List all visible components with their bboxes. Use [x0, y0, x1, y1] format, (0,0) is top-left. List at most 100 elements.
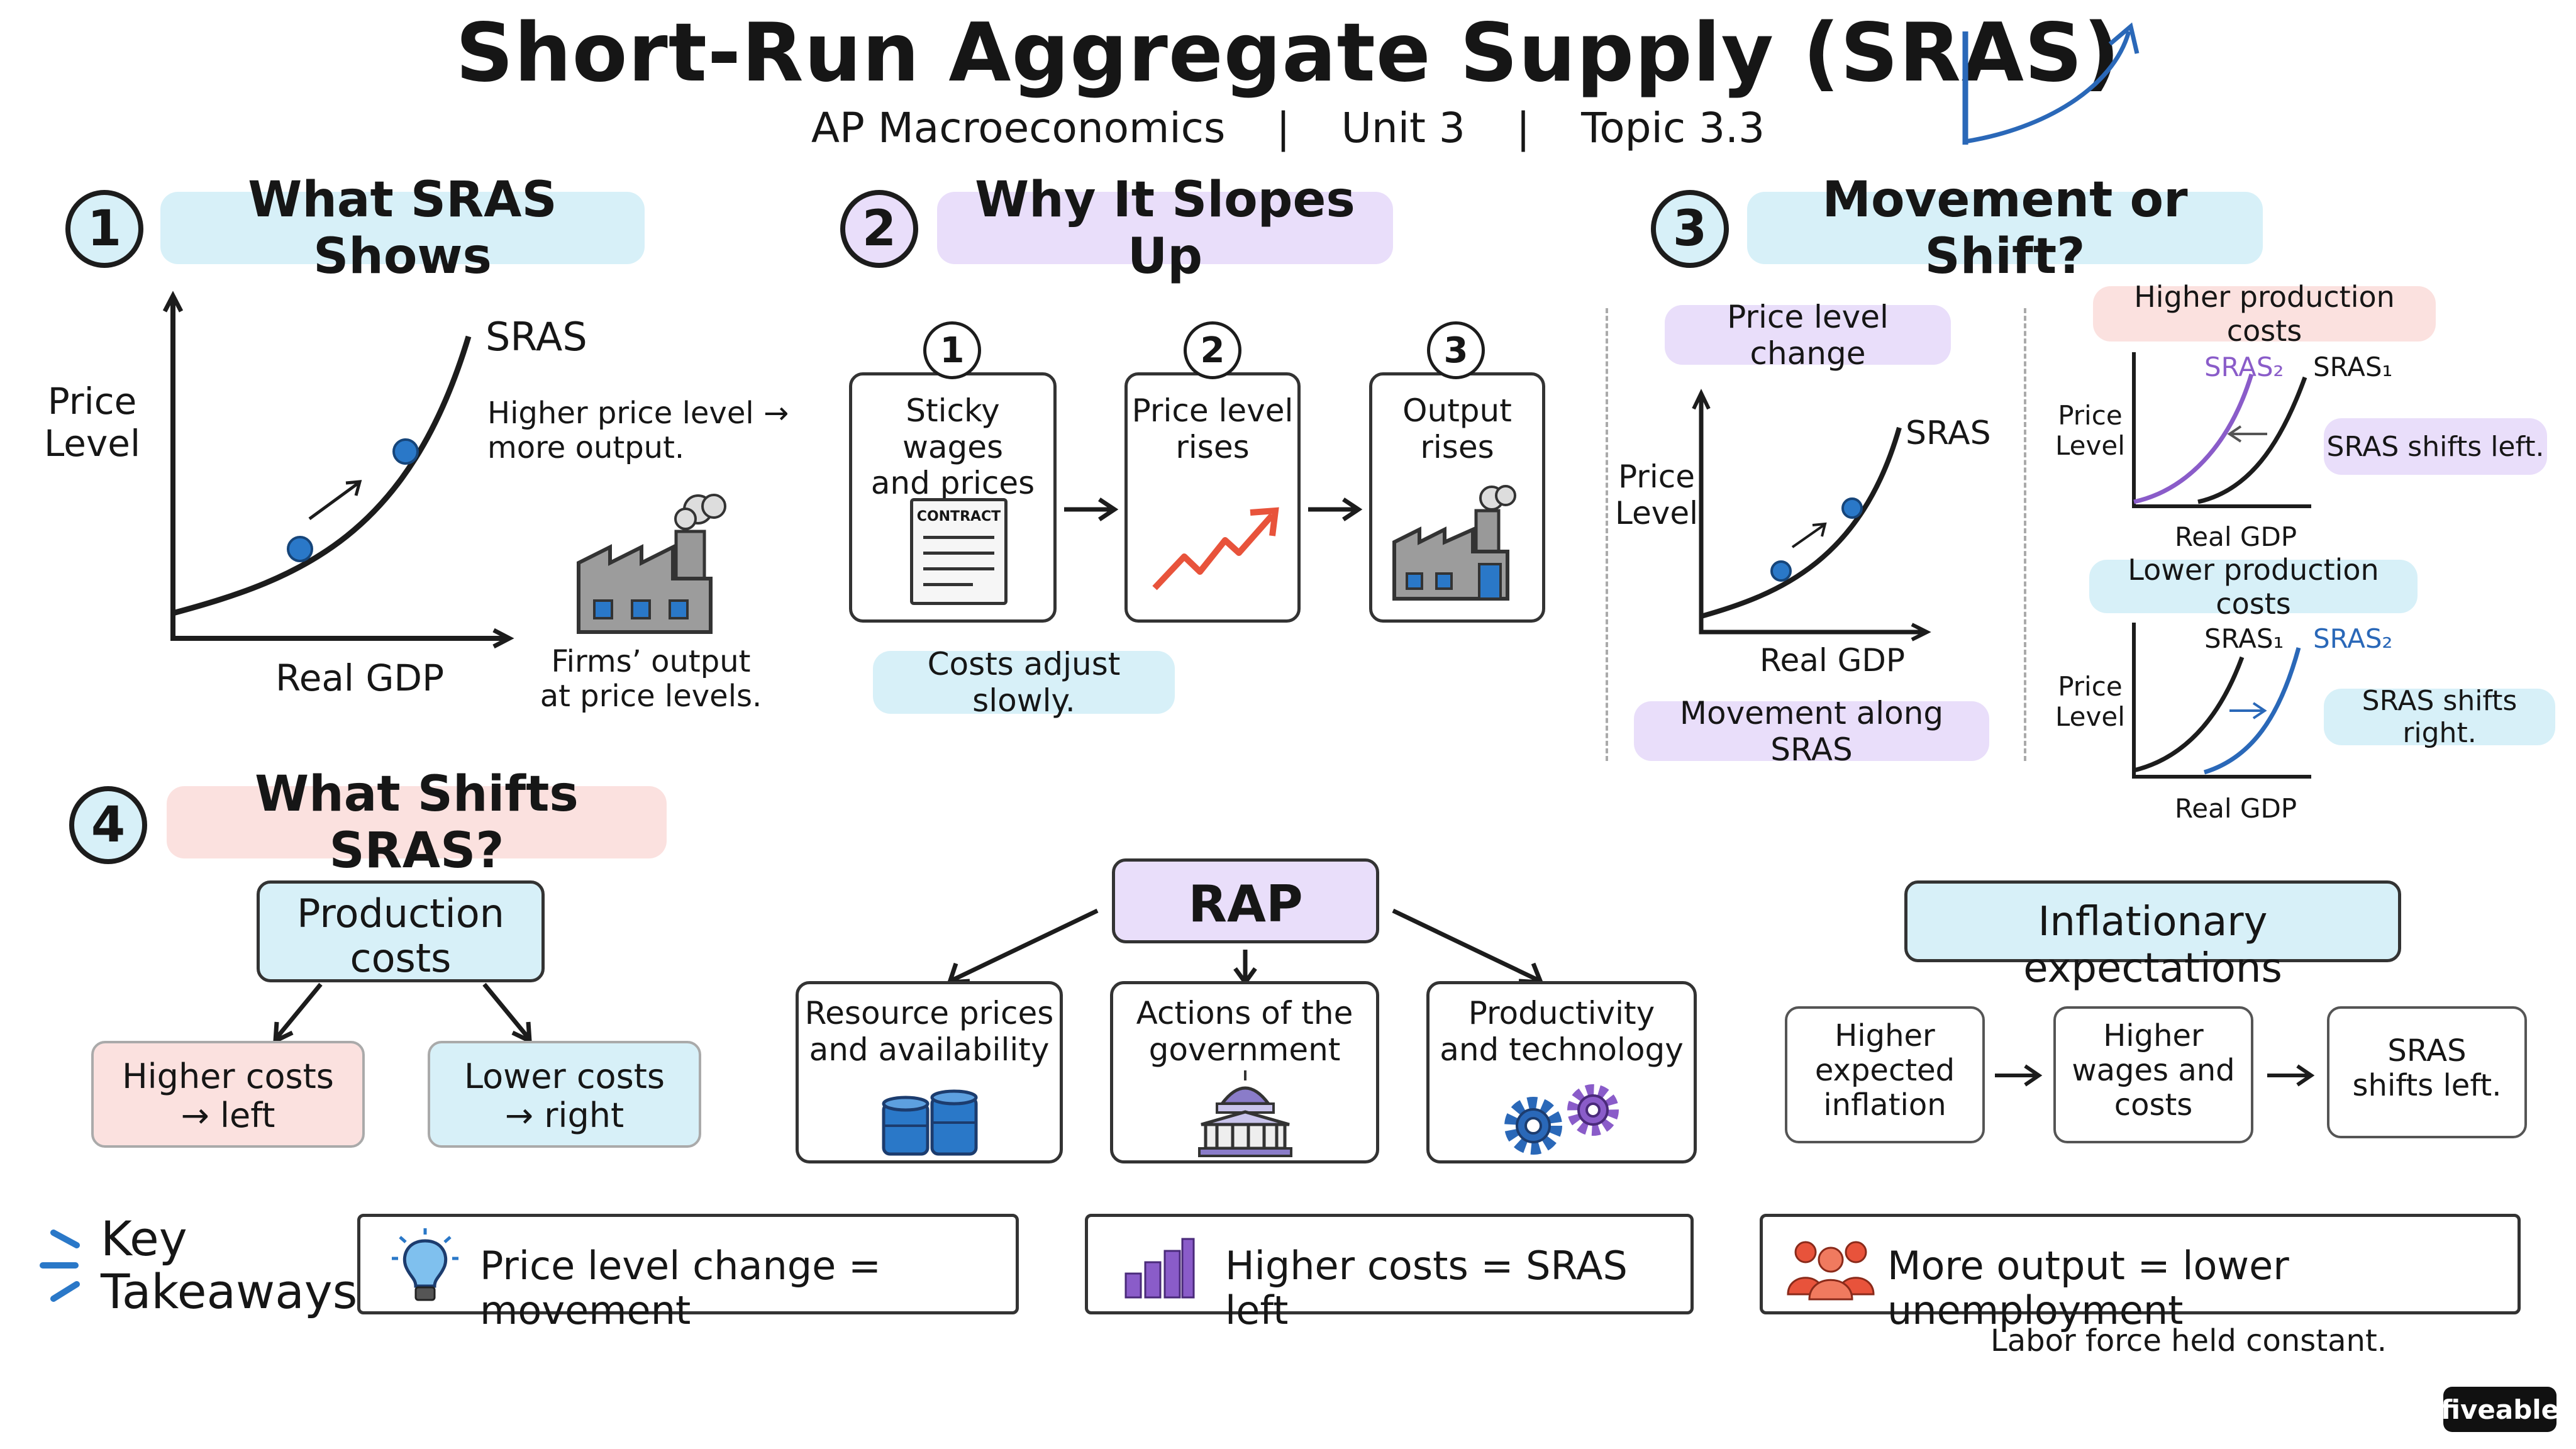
inflation-step-2-line2: wages and	[2072, 1053, 2235, 1089]
x-axis-label: Real GDP	[2175, 793, 2297, 824]
inflation-step-3-line2: shifts left.	[2352, 1068, 2502, 1104]
rap-box: RAP	[1112, 858, 1379, 943]
rap-productivity-box: Productivity and technology	[1426, 981, 1697, 1163]
brand-logo: fiveable	[2441, 1387, 2559, 1432]
sparkle-icon	[40, 1230, 80, 1302]
rap-arrows	[947, 908, 1545, 986]
inflation-step-2-line3: costs	[2114, 1087, 2193, 1123]
step-2-line2: rises	[1175, 428, 1250, 465]
rap-government-box: Actions of the government	[1110, 981, 1379, 1163]
lower-costs-box: Lower costs → right	[428, 1041, 701, 1148]
costs-note: Costs adjust slowly.	[873, 646, 1175, 719]
subtitle-topic: Topic 3.3	[1581, 104, 1765, 152]
shift-left-graph	[2132, 352, 2311, 508]
capitol-icon	[1198, 1070, 1292, 1157]
section-number-4: 4	[69, 786, 147, 864]
lower-costs-tag: Lower production costs	[2089, 553, 2418, 621]
x-axis-label: Real GDP	[275, 657, 445, 699]
step-arrow	[1308, 497, 1363, 521]
takeaway-card-1: Price level change = movement	[357, 1214, 1019, 1333]
rap-item-2-line1: Actions of the	[1136, 995, 1353, 1031]
sras1-label: SRAS₁	[2204, 623, 2284, 654]
rap-resource-box: Resource prices and availability	[796, 981, 1063, 1163]
higher-costs-tag: Higher production costs	[2093, 280, 2436, 348]
step-3-line2: rises	[1420, 428, 1494, 465]
step-box-sticky-wages: Sticky wages and prices CONTRACT	[849, 372, 1057, 623]
shift-left-result: SRAS shifts left.	[2324, 418, 2547, 475]
rising-arrow-icon	[1152, 507, 1279, 591]
sras2-label: SRAS₂	[2313, 623, 2393, 654]
rap-item-3-line2: and technology	[1440, 1031, 1684, 1068]
production-costs-box: Production costs	[257, 880, 545, 982]
step-box-output: Output rises	[1369, 372, 1545, 623]
section-4-heading: What Shifts SRAS?	[167, 766, 667, 879]
higher-costs-line2: → left	[180, 1096, 275, 1136]
movement-graph	[1692, 389, 1931, 641]
divider-line	[1606, 308, 1608, 761]
curve-point-low	[287, 536, 313, 562]
step-1-line1: Sticky wages	[902, 392, 1004, 465]
factory-icon	[1392, 485, 1516, 601]
subtitle-unit: Unit 3	[1341, 104, 1465, 152]
step-3-line1: Output	[1402, 392, 1512, 429]
inflation-step-1: Higher expected inflation	[1785, 1006, 1985, 1143]
title-curve-icon	[1962, 22, 2140, 145]
factory-icon	[577, 494, 726, 634]
takeaway-card-2: Higher costs = SRAS left	[1085, 1214, 1694, 1333]
inflation-step-3: SRAS shifts left.	[2327, 1006, 2527, 1138]
rap-item-3-line1: Productivity	[1468, 995, 1655, 1031]
rap-item-1-line1: Resource prices	[804, 995, 1054, 1031]
flow-arrow	[1995, 1064, 2043, 1087]
x-axis-label: Real GDP	[2175, 521, 2297, 552]
lower-costs-line2: → right	[504, 1096, 625, 1136]
curve-point-low	[1770, 560, 1792, 582]
higher-costs-box: Higher costs → left	[91, 1041, 365, 1148]
step-2-line1: Price level	[1131, 392, 1294, 429]
curve-point-high	[1841, 497, 1863, 519]
subtitle-separator: |	[1276, 104, 1291, 152]
takeaway-1-text: Price level change = movement	[480, 1243, 881, 1334]
gears-icon	[1504, 1084, 1619, 1155]
rap-item-1-line2: and availability	[809, 1031, 1050, 1068]
sras-curve-label: SRAS	[1906, 414, 1991, 452]
step-1-line2: and prices	[870, 465, 1035, 501]
page-subtitle: AP Macroeconomics | Unit 3 | Topic 3.3	[0, 104, 2576, 152]
shift-right-result: SRAS shifts right.	[2324, 685, 2555, 749]
section-number-1: 1	[65, 190, 143, 268]
section-1-heading: What SRAS Shows	[160, 172, 645, 285]
sras-curve-label: SRAS	[486, 314, 587, 360]
price-level-change-tag: Price level change	[1665, 299, 1951, 372]
step-arrow	[1064, 497, 1119, 521]
contract-icon: CONTRACT	[910, 498, 1008, 605]
sras-note: Higher price level →more output.	[487, 396, 789, 466]
step-number-3: 3	[1427, 321, 1485, 379]
section-number-3: 3	[1651, 190, 1729, 268]
higher-costs-line1: Higher costs	[122, 1057, 334, 1096]
divider-line	[2024, 308, 2026, 761]
inflationary-expectations-box: Inflationary expectations	[1904, 880, 2401, 991]
curve-point-high	[392, 438, 419, 465]
section-3-heading: Movement or Shift?	[1747, 172, 2263, 285]
inflation-step-2: Higher wages and costs	[2053, 1006, 2253, 1143]
bar-chart-icon	[1124, 1238, 1195, 1299]
production-title-1: Production	[297, 891, 504, 936]
inflation-step-1-line2: expected	[1814, 1053, 1955, 1089]
step-box-price-level: Price level rises	[1124, 372, 1301, 623]
takeaway-3-text: More output = lower unemployment	[1887, 1243, 2289, 1334]
inflation-step-1-line1: Higher	[1835, 1018, 1935, 1053]
flow-arrow	[2267, 1064, 2315, 1087]
inflation-step-2-line1: Higher	[2103, 1018, 2204, 1053]
production-title-2: costs	[350, 935, 452, 982]
lower-costs-line1: Lower costs	[464, 1057, 665, 1096]
takeaway-card-3: More output = lower unemployment	[1760, 1214, 2521, 1333]
takeaway-2-text: Higher costs = SRAS left	[1225, 1243, 1628, 1334]
page-title: Short-Run Aggregate Supply (SRAS)	[455, 6, 2121, 100]
rap-item-2-line2: government	[1148, 1031, 1341, 1068]
sras2-label: SRAS₂	[2204, 352, 2284, 382]
subtitle-course: AP Macroeconomics	[811, 104, 1226, 152]
sras-graph	[162, 291, 514, 649]
